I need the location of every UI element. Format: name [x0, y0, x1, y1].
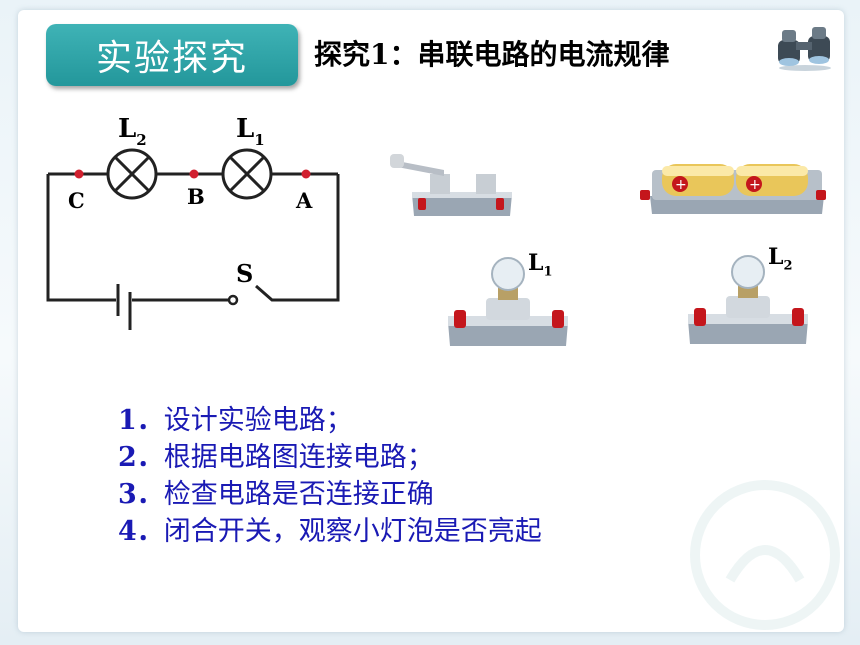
node-dot-a	[301, 169, 311, 179]
steps-list: 1．设计实验电路； 2．根据电路图连接电路； 3．检查电路是否连接正确 4．闭合…	[118, 402, 542, 550]
lamp-l2-label: L2	[118, 114, 147, 149]
list-item: 1．设计实验电路；	[118, 405, 353, 436]
node-dot-b	[189, 169, 199, 179]
section-tag-label: 实验探究	[95, 38, 248, 79]
list-item: 2．根据电路图连接电路；	[118, 442, 434, 473]
bulb1-label: L1	[528, 250, 553, 280]
watermark-logo	[690, 480, 840, 630]
lamp-l2-symbol	[106, 148, 158, 200]
battery-icon: + +	[640, 164, 826, 214]
point-b-label: B	[187, 184, 205, 209]
section-tag: 实验探究	[46, 24, 298, 86]
battery-symbol	[116, 284, 132, 330]
binoculars-icon	[778, 27, 831, 71]
circuit-diagram: L2 L1 C B A S	[46, 114, 340, 330]
switch-pivot	[227, 294, 239, 306]
slide-heading: 探究1：串联电路的电流规律	[314, 38, 670, 71]
bulb2-label: L2	[768, 244, 793, 274]
list-item: 4．闭合开关，观察小灯泡是否亮起	[118, 516, 542, 547]
switch-label: S	[236, 259, 253, 288]
svg-text:+: +	[675, 177, 687, 193]
point-a-label: A	[295, 188, 313, 213]
bulb-icon	[448, 257, 568, 346]
svg-text:+: +	[749, 177, 761, 193]
node-dot-c	[74, 169, 84, 179]
lamp-l1-symbol	[221, 148, 273, 200]
point-c-label: C	[68, 188, 85, 213]
list-item: 3．检查电路是否连接正确	[118, 479, 434, 510]
lamp-l1-label: L1	[236, 114, 265, 149]
switch-icon	[390, 154, 512, 216]
bulb-icon	[688, 255, 808, 344]
